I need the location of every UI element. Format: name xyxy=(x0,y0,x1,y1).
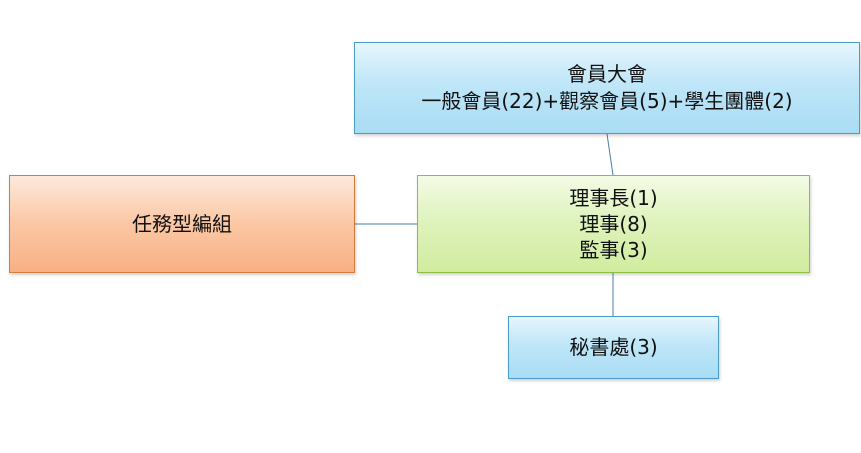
general-assembly-box: 會員大會 一般會員(22)+觀察會員(5)+學生團體(2) xyxy=(354,42,860,134)
secretariat-box: 秘書處(3) xyxy=(508,316,719,379)
board-box: 理事長(1) 理事(8) 監事(3) xyxy=(417,175,810,273)
board-chairman: 理事長(1) xyxy=(569,186,658,210)
board-directors: 理事(8) xyxy=(579,212,648,236)
general-assembly-members: 一般會員(22)+觀察會員(5)+學生團體(2) xyxy=(421,89,793,113)
general-assembly-title: 會員大會 xyxy=(567,62,647,86)
connector-assembly-board xyxy=(606,133,614,176)
secretariat-label: 秘書處(3) xyxy=(569,335,658,359)
task-force-label: 任務型編組 xyxy=(132,211,232,236)
task-force-box: 任務型編組 xyxy=(9,175,355,273)
board-supervisors: 監事(3) xyxy=(579,238,648,262)
